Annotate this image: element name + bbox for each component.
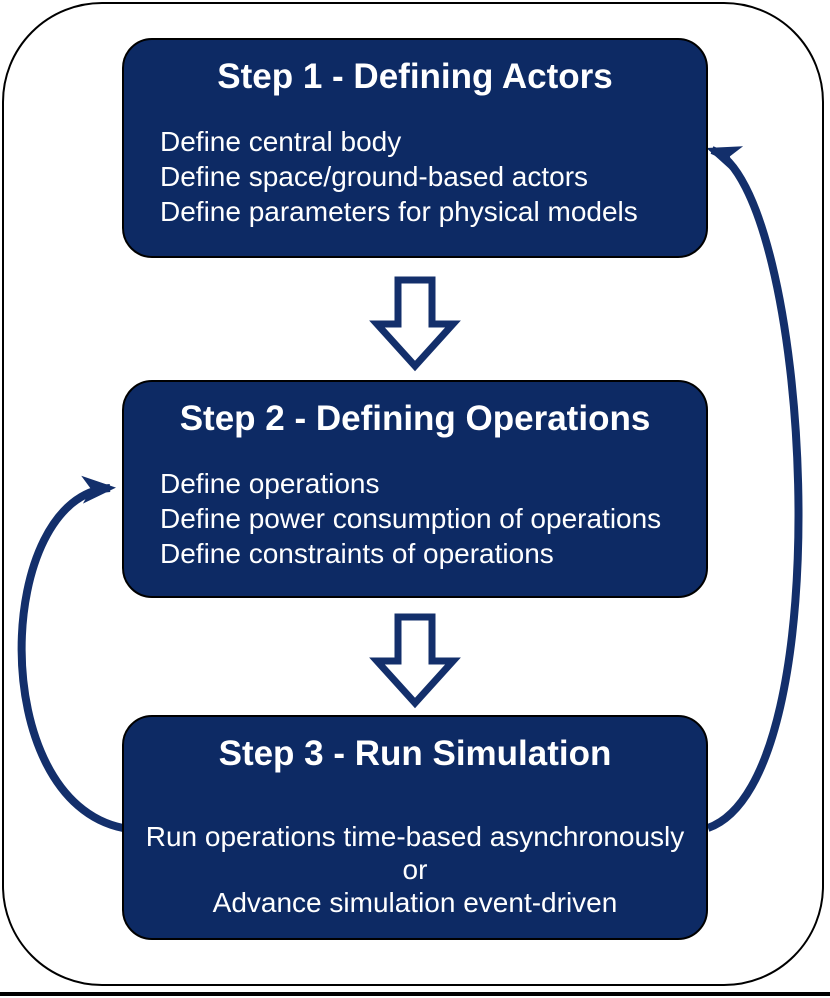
step-2-line-2: Define power consumption of operations — [160, 503, 662, 534]
step-2-line-3: Define constraints of operations — [160, 538, 554, 569]
step-2-body: Define operations Define power consumpti… — [124, 466, 706, 571]
step-1-title: Step 1 - Defining Actors — [217, 57, 613, 96]
step-3-line-3: Advance simulation event-driven — [212, 887, 618, 918]
step-2-line-1: Define operations — [160, 468, 380, 499]
outer-rounded-frame — [2, 2, 824, 986]
step-3-body: Run operations time-based asynchronously… — [124, 820, 706, 919]
bottom-border-line — [0, 992, 830, 996]
step-1-line-2: Define space/ground-based actors — [160, 161, 589, 192]
step-3-line-1: Run operations time-based asynchronously — [145, 821, 685, 852]
step-3-line-2: or — [402, 854, 428, 885]
step-1-line-3: Define parameters for physical models — [160, 196, 638, 227]
step-2-title: Step 2 - Defining Operations — [179, 399, 651, 438]
step-1-box: Step 1 - Defining Actors Define central … — [122, 38, 708, 258]
step-1-line-1: Define central body — [160, 126, 402, 157]
step-3-title: Step 3 - Run Simulation — [218, 734, 612, 773]
step-3-box: Step 3 - Run Simulation Run operations t… — [122, 715, 708, 940]
step-1-body: Define central body Define space/ground-… — [124, 124, 706, 229]
step-2-box: Step 2 - Defining Operations Define oper… — [122, 380, 708, 598]
